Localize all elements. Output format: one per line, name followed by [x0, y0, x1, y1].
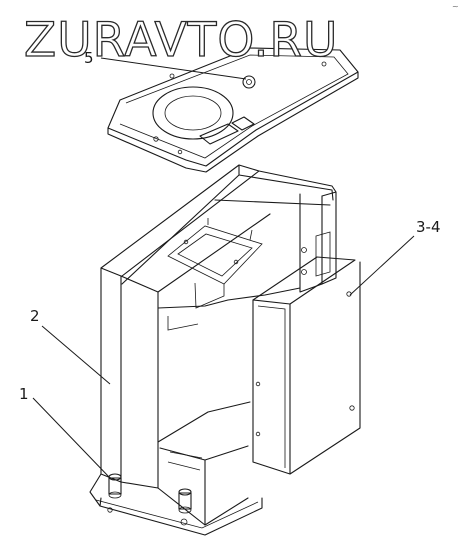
- callout-5: 5: [84, 49, 94, 67]
- top-cover-plate: [107, 47, 359, 173]
- main-cabinet-frame: [89, 164, 337, 536]
- callout-3-4: 3-4: [416, 218, 441, 236]
- watermark-text: ZURAVTO.RU: [24, 13, 338, 68]
- callout-2: 2: [30, 307, 40, 325]
- corner-mark: ~: [452, 2, 459, 11]
- leader-line-5: [100, 57, 247, 80]
- cover-screw-5: [242, 75, 256, 89]
- mounting-bolt-1-right: [178, 488, 192, 514]
- leader-line-2: [41, 325, 111, 385]
- leader-line-1: [32, 397, 111, 479]
- leader-line-3-4: [349, 235, 415, 296]
- mounting-bolt-1-left: [108, 473, 122, 499]
- side-cover-panel: [252, 256, 361, 475]
- callout-1: 1: [19, 385, 29, 403]
